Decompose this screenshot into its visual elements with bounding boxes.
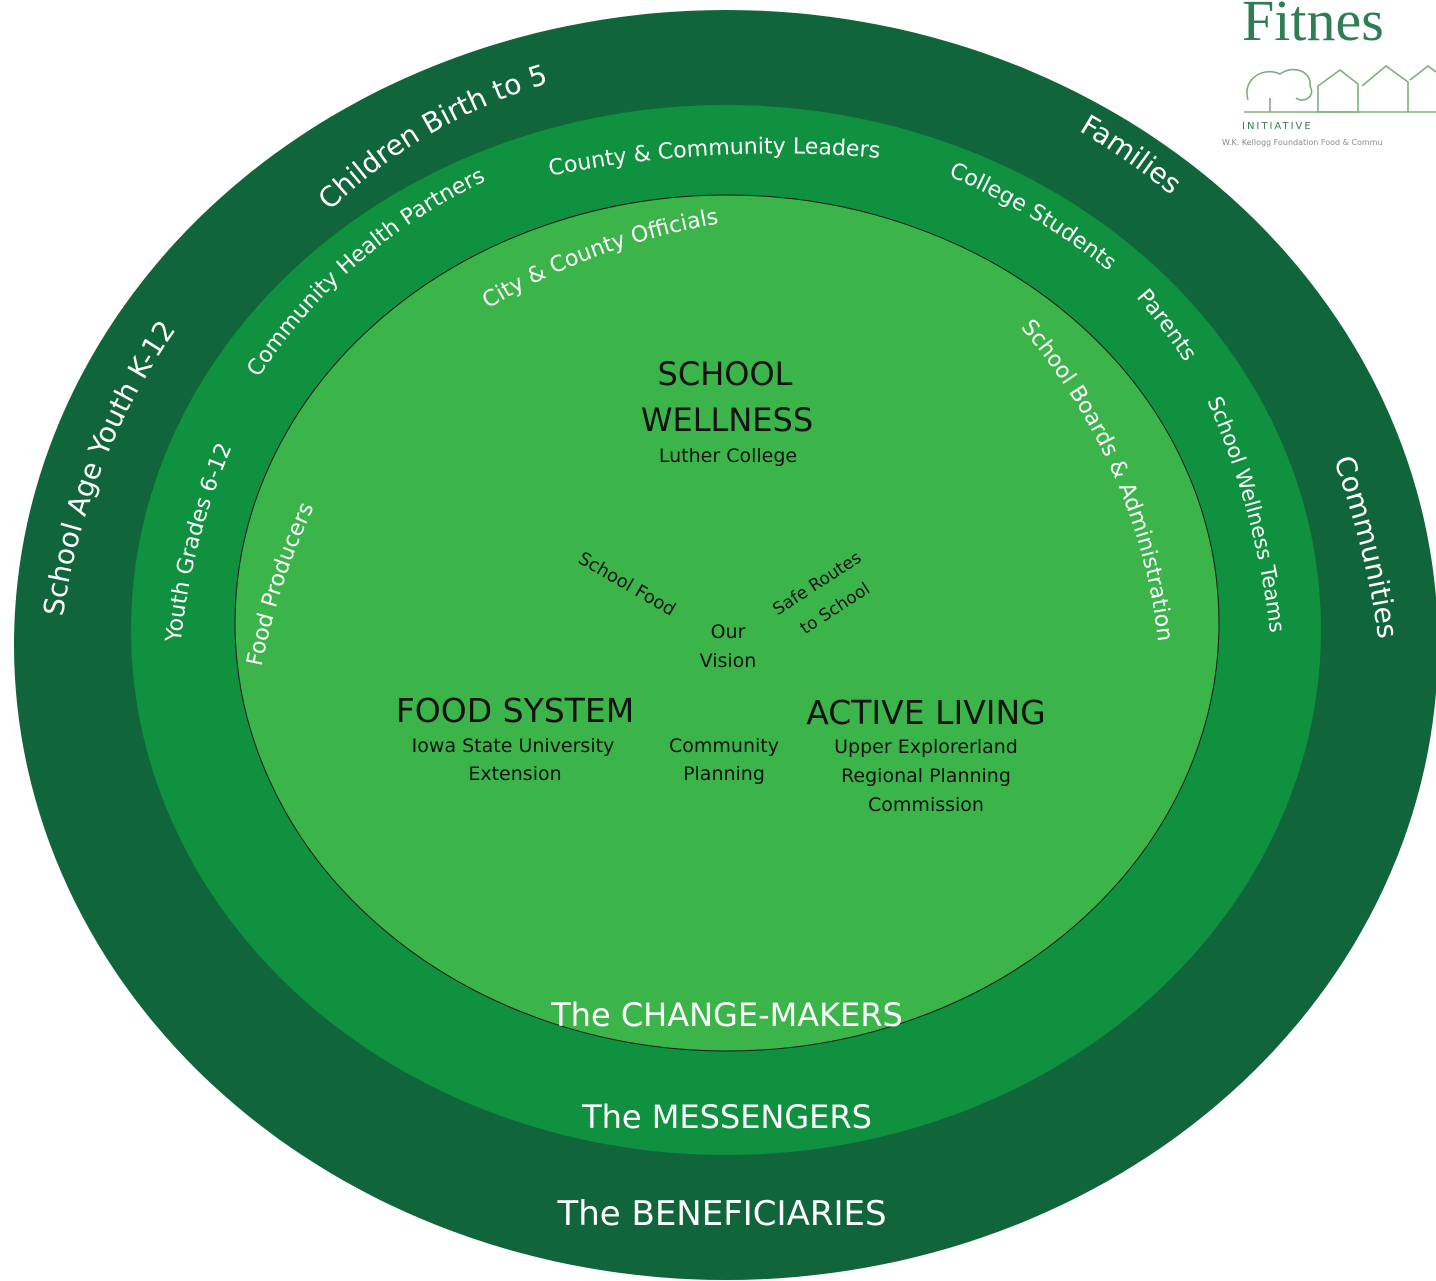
food-system-org-line1: Iowa State University	[412, 735, 615, 757]
school-wellness-title-line2: WELLNESS	[641, 401, 813, 439]
logo-initiative-label: INITIATIVE	[1242, 121, 1313, 132]
school-wellness-title-line1: SCHOOL	[658, 355, 793, 393]
active-living-org-line2: Regional Planning	[841, 765, 1011, 787]
logo-title: Fitnes	[1242, 0, 1384, 53]
logo-foundation-label: W.K. Kellogg Foundation Food & Commu	[1222, 138, 1383, 147]
active-living-title: ACTIVE LIVING	[806, 693, 1046, 732]
food-system-title: FOOD SYSTEM	[396, 691, 634, 730]
community-planning-line2: Planning	[683, 763, 765, 785]
changemakers-label: The CHANGE-MAKERS	[550, 996, 903, 1034]
fitness-initiative-logo: Fitnes INITIATIVE W.K. Kellogg Foundatio…	[1212, 0, 1436, 150]
logo-houses-trees-icon	[1244, 64, 1436, 113]
community-planning-line1: Community	[669, 735, 779, 757]
vision-line1: Our	[711, 621, 746, 643]
school-wellness-org: Luther College	[659, 445, 797, 467]
vision-line2: Vision	[700, 650, 757, 672]
messengers-label: The MESSENGERS	[581, 1098, 872, 1136]
active-living-org-line3: Commission	[868, 794, 984, 816]
changemakers-ring	[234, 194, 1220, 1052]
active-living-org-line1: Upper Explorerland	[834, 736, 1018, 758]
food-system-org-line2: Extension	[468, 763, 561, 785]
beneficiaries-label: The BENEFICIARIES	[556, 1194, 886, 1234]
